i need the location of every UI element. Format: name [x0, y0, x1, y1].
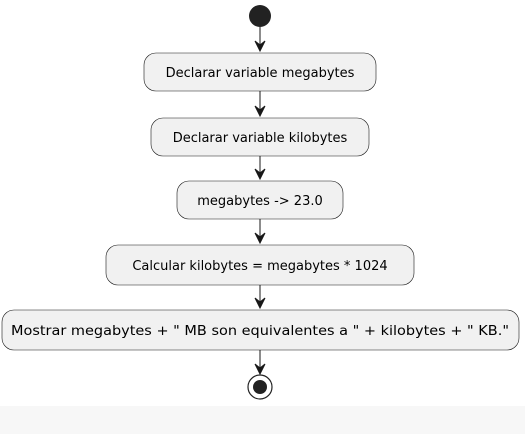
arrowhead-3: [254, 232, 266, 245]
action-node-show-result: Mostrar megabytes + " MB son equivalente…: [1, 309, 520, 351]
start-node: [249, 5, 271, 27]
arrowhead-start: [254, 40, 266, 53]
end-node: [247, 374, 273, 400]
arrowhead-1: [254, 105, 266, 118]
action-node-declare-kilobytes: Declarar variable kilobytes: [150, 117, 370, 157]
action-label: Mostrar megabytes + " MB son equivalente…: [11, 324, 509, 339]
bottom-band: [0, 406, 525, 434]
arrowhead-end: [254, 363, 266, 376]
action-label: megabytes -> 23.0: [197, 194, 323, 209]
arrowhead-2: [254, 168, 266, 181]
action-label: Declarar variable megabytes: [166, 66, 355, 81]
arrowhead-4: [254, 297, 266, 310]
action-node-declare-megabytes: Declarar variable megabytes: [143, 52, 377, 92]
action-node-calculate-kilobytes: Calcular kilobytes = megabytes * 1024: [105, 244, 415, 286]
action-label: Declarar variable kilobytes: [173, 131, 348, 146]
action-node-assign-megabytes: megabytes -> 23.0: [176, 180, 344, 220]
action-label: Calcular kilobytes = megabytes * 1024: [132, 259, 387, 274]
